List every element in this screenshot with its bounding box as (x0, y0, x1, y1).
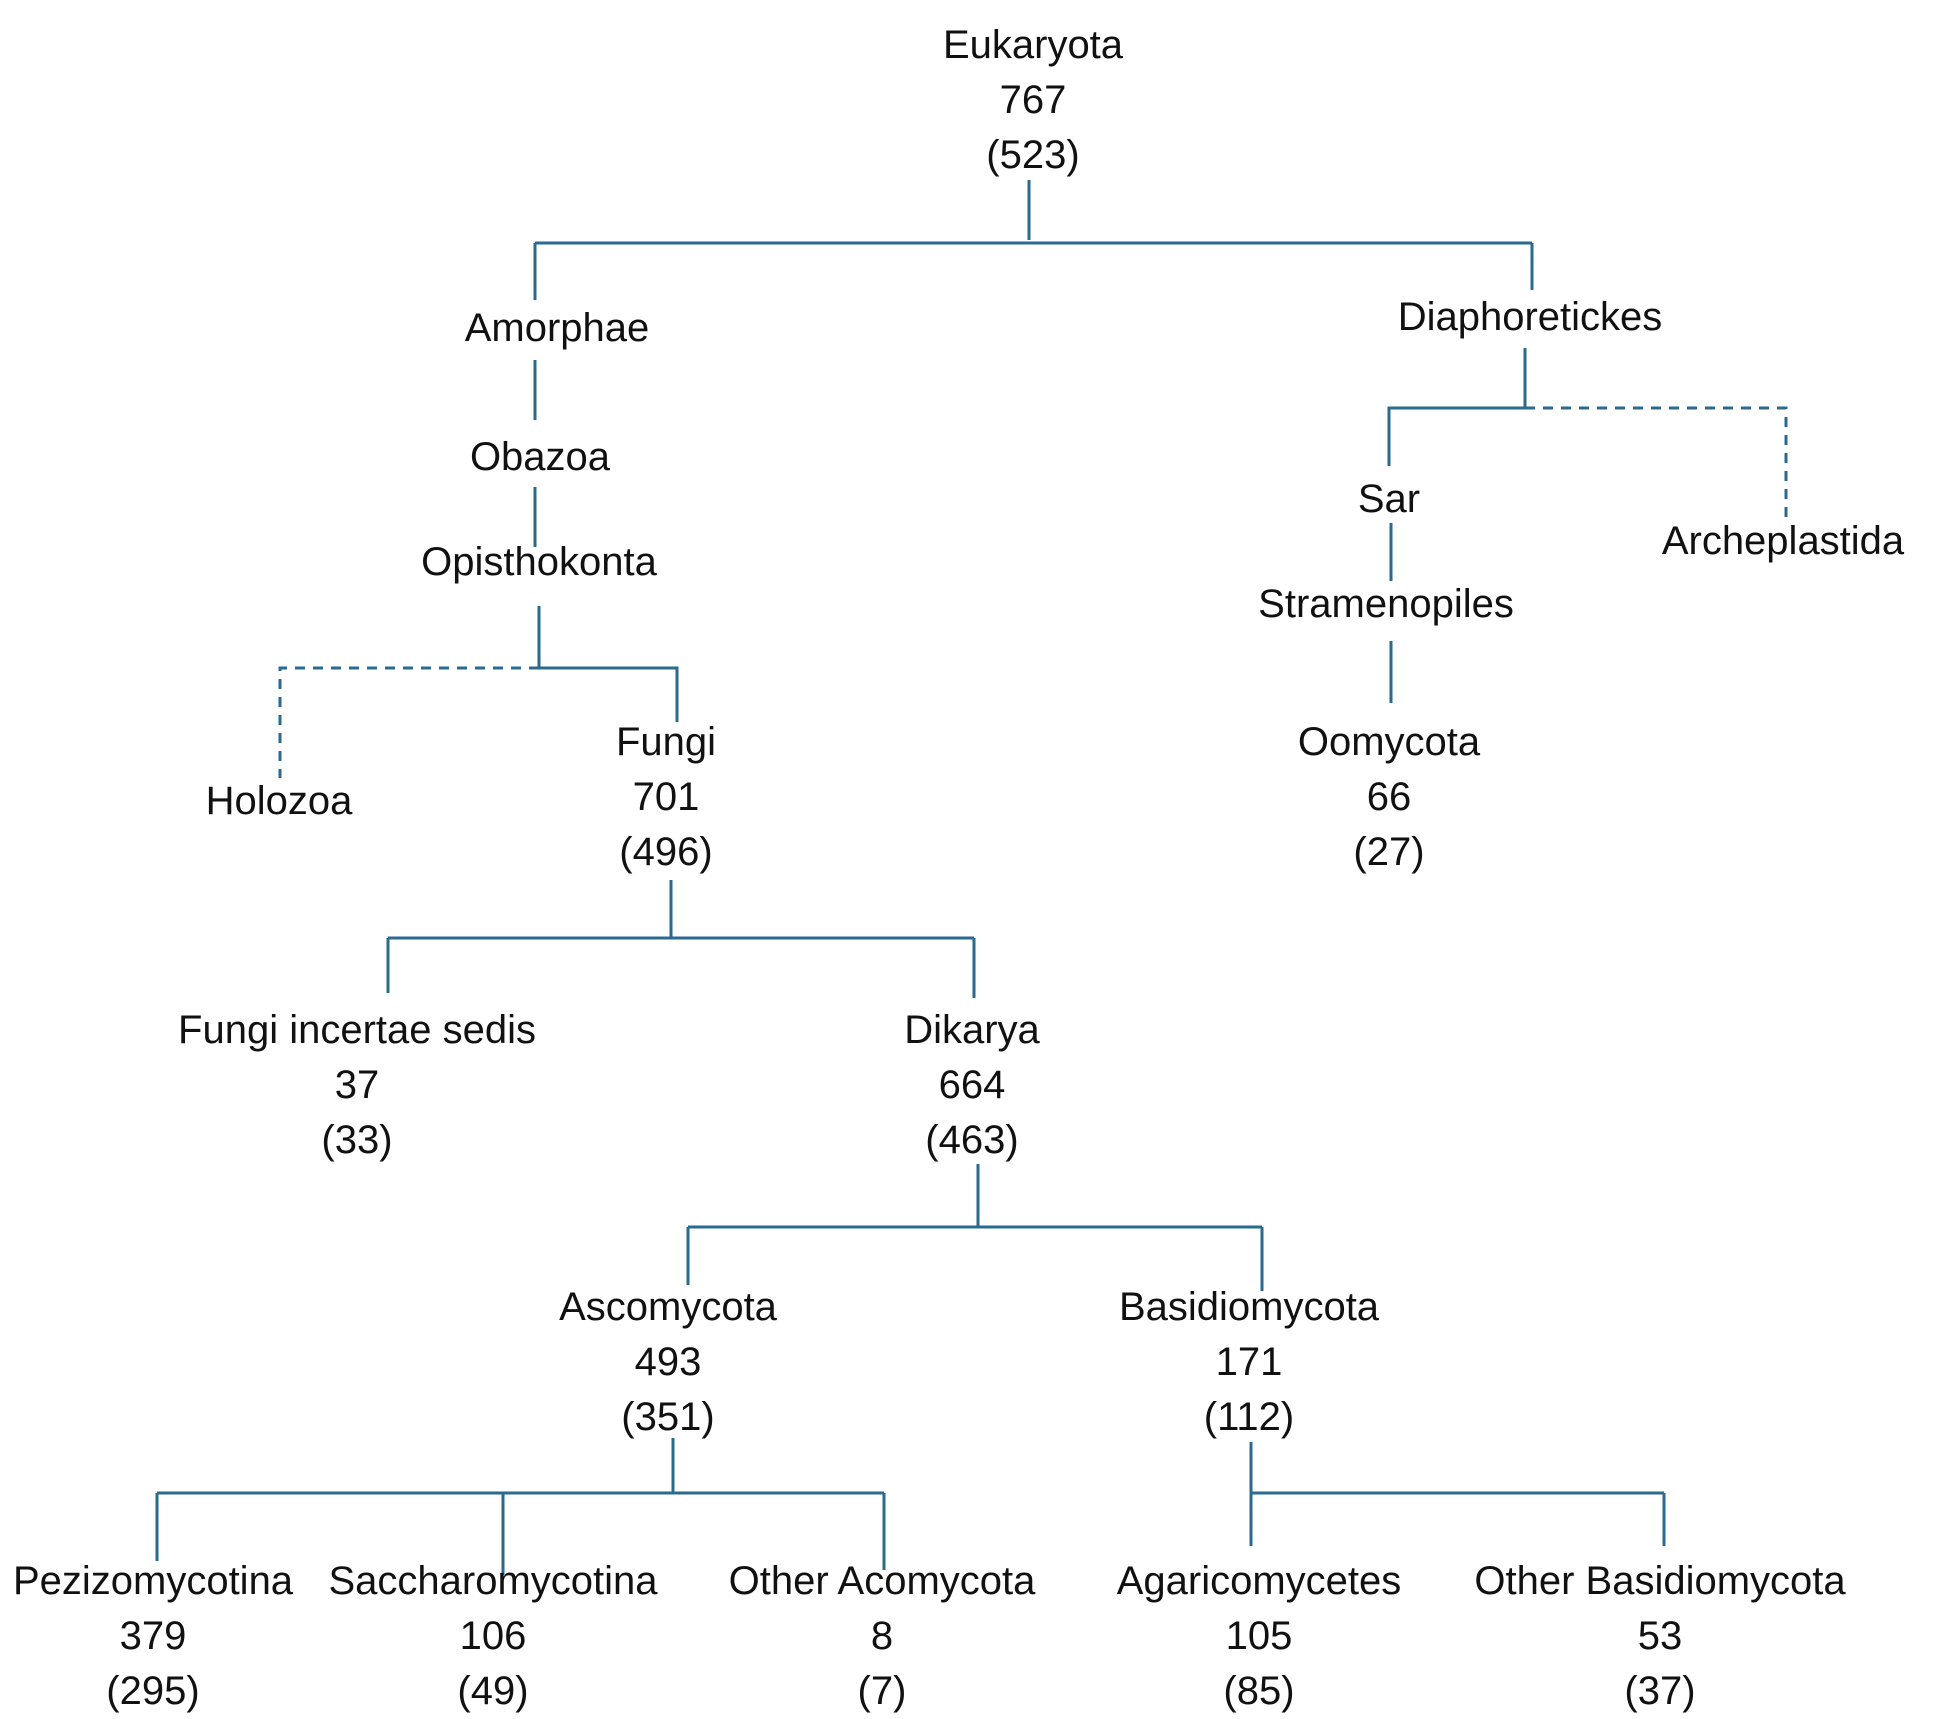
node-subcount: (496) (619, 830, 713, 874)
node-count: 105 (1225, 1614, 1293, 1658)
node-count: 664 (938, 1063, 1006, 1107)
node-subcount: (27) (1353, 830, 1425, 874)
node-holozoa: Holozoa (206, 774, 353, 829)
node-amorphae: Amorphae (465, 301, 650, 356)
node-fungi: Fungi 701 (496) (616, 715, 716, 880)
node-subcount: (7) (857, 1669, 907, 1713)
node-count: 53 (1637, 1614, 1683, 1658)
node-subcount: (49) (457, 1669, 529, 1713)
node-subcount: (295) (106, 1669, 200, 1713)
node-pezizomycotina: Pezizomycotina 379 (295) (13, 1554, 293, 1719)
node-name: Dikarya (904, 1008, 1040, 1052)
node-count: 171 (1215, 1340, 1283, 1384)
edge-diaphoretickes-to-archeplastida (1525, 406, 1788, 518)
node-name: Fungi incertae sedis (178, 1008, 536, 1052)
node-name: Stramenopiles (1258, 582, 1514, 626)
node-count: 106 (459, 1614, 527, 1658)
node-name: Obazoa (469, 435, 611, 479)
node-fungi-incertae-sedis: Fungi incertae sedis 37 (33) (178, 1003, 536, 1168)
node-dikarya: Dikarya 664 (463) (904, 1003, 1040, 1168)
node-other-basidiomycota: Other Basidiomycota 53 (37) (1474, 1554, 1845, 1719)
node-subcount: (523) (986, 133, 1080, 177)
node-name: Other Acomycota (728, 1559, 1036, 1603)
node-count: 493 (634, 1340, 702, 1384)
node-stramenopiles: Stramenopiles (1258, 577, 1514, 632)
node-oomycota: Oomycota 66 (27) (1298, 715, 1480, 880)
node-basidiomycota: Basidiomycota 171 (112) (1119, 1280, 1379, 1445)
edge-opisthokonta-to-fungi (539, 666, 679, 722)
node-obazoa: Obazoa (470, 430, 610, 485)
edge-diaphoretickes-to-sar (1387, 406, 1525, 466)
node-name: Opisthokonta (421, 540, 657, 584)
node-agaricomycetes: Agaricomycetes 105 (85) (1117, 1554, 1402, 1719)
node-subcount: (351) (621, 1395, 715, 1439)
node-name: Agaricomycetes (1116, 1559, 1402, 1603)
node-name: Oomycota (1297, 720, 1481, 764)
node-name: Saccharomycotina (328, 1559, 658, 1603)
node-sar: Sar (1358, 472, 1420, 527)
node-count: 8 (870, 1614, 894, 1658)
node-ascomycota: Ascomycota 493 (351) (559, 1280, 777, 1445)
node-saccharomycotina: Saccharomycotina 106 (49) (328, 1554, 657, 1719)
node-count: 701 (632, 775, 700, 819)
node-name: Eukaryota (942, 23, 1124, 67)
node-name: Holozoa (205, 779, 353, 823)
node-name: Other Basidiomycota (1474, 1559, 1846, 1603)
node-subcount: (85) (1223, 1669, 1295, 1713)
node-name: Fungi (615, 720, 717, 764)
node-diaphoretickes: Diaphoretickes (1398, 290, 1663, 345)
node-other-acomycota: Other Acomycota 8 (7) (729, 1554, 1036, 1719)
node-subcount: (112) (1203, 1395, 1295, 1439)
node-subcount: (37) (1624, 1669, 1696, 1713)
node-opisthokonta: Opisthokonta (421, 535, 657, 590)
node-count: 66 (1366, 775, 1412, 819)
node-name: Sar (1357, 477, 1421, 521)
node-subcount: (33) (321, 1118, 393, 1162)
node-subcount: (463) (925, 1118, 1019, 1162)
node-count: 379 (119, 1614, 187, 1658)
node-archeplastida: Archeplastida (1662, 514, 1904, 569)
node-name: Ascomycota (559, 1285, 777, 1329)
edge-opisthokonta-to-holozoa (278, 666, 539, 778)
node-name: Archeplastida (1661, 519, 1905, 563)
node-name: Basidiomycota (1118, 1285, 1380, 1329)
node-count: 37 (334, 1063, 380, 1107)
node-count: 767 (999, 78, 1067, 122)
node-eukaryota: Eukaryota 767 (523) (943, 18, 1123, 183)
node-name: Diaphoretickes (1397, 295, 1663, 339)
node-name: Pezizomycotina (12, 1559, 294, 1603)
node-name: Amorphae (464, 306, 650, 350)
